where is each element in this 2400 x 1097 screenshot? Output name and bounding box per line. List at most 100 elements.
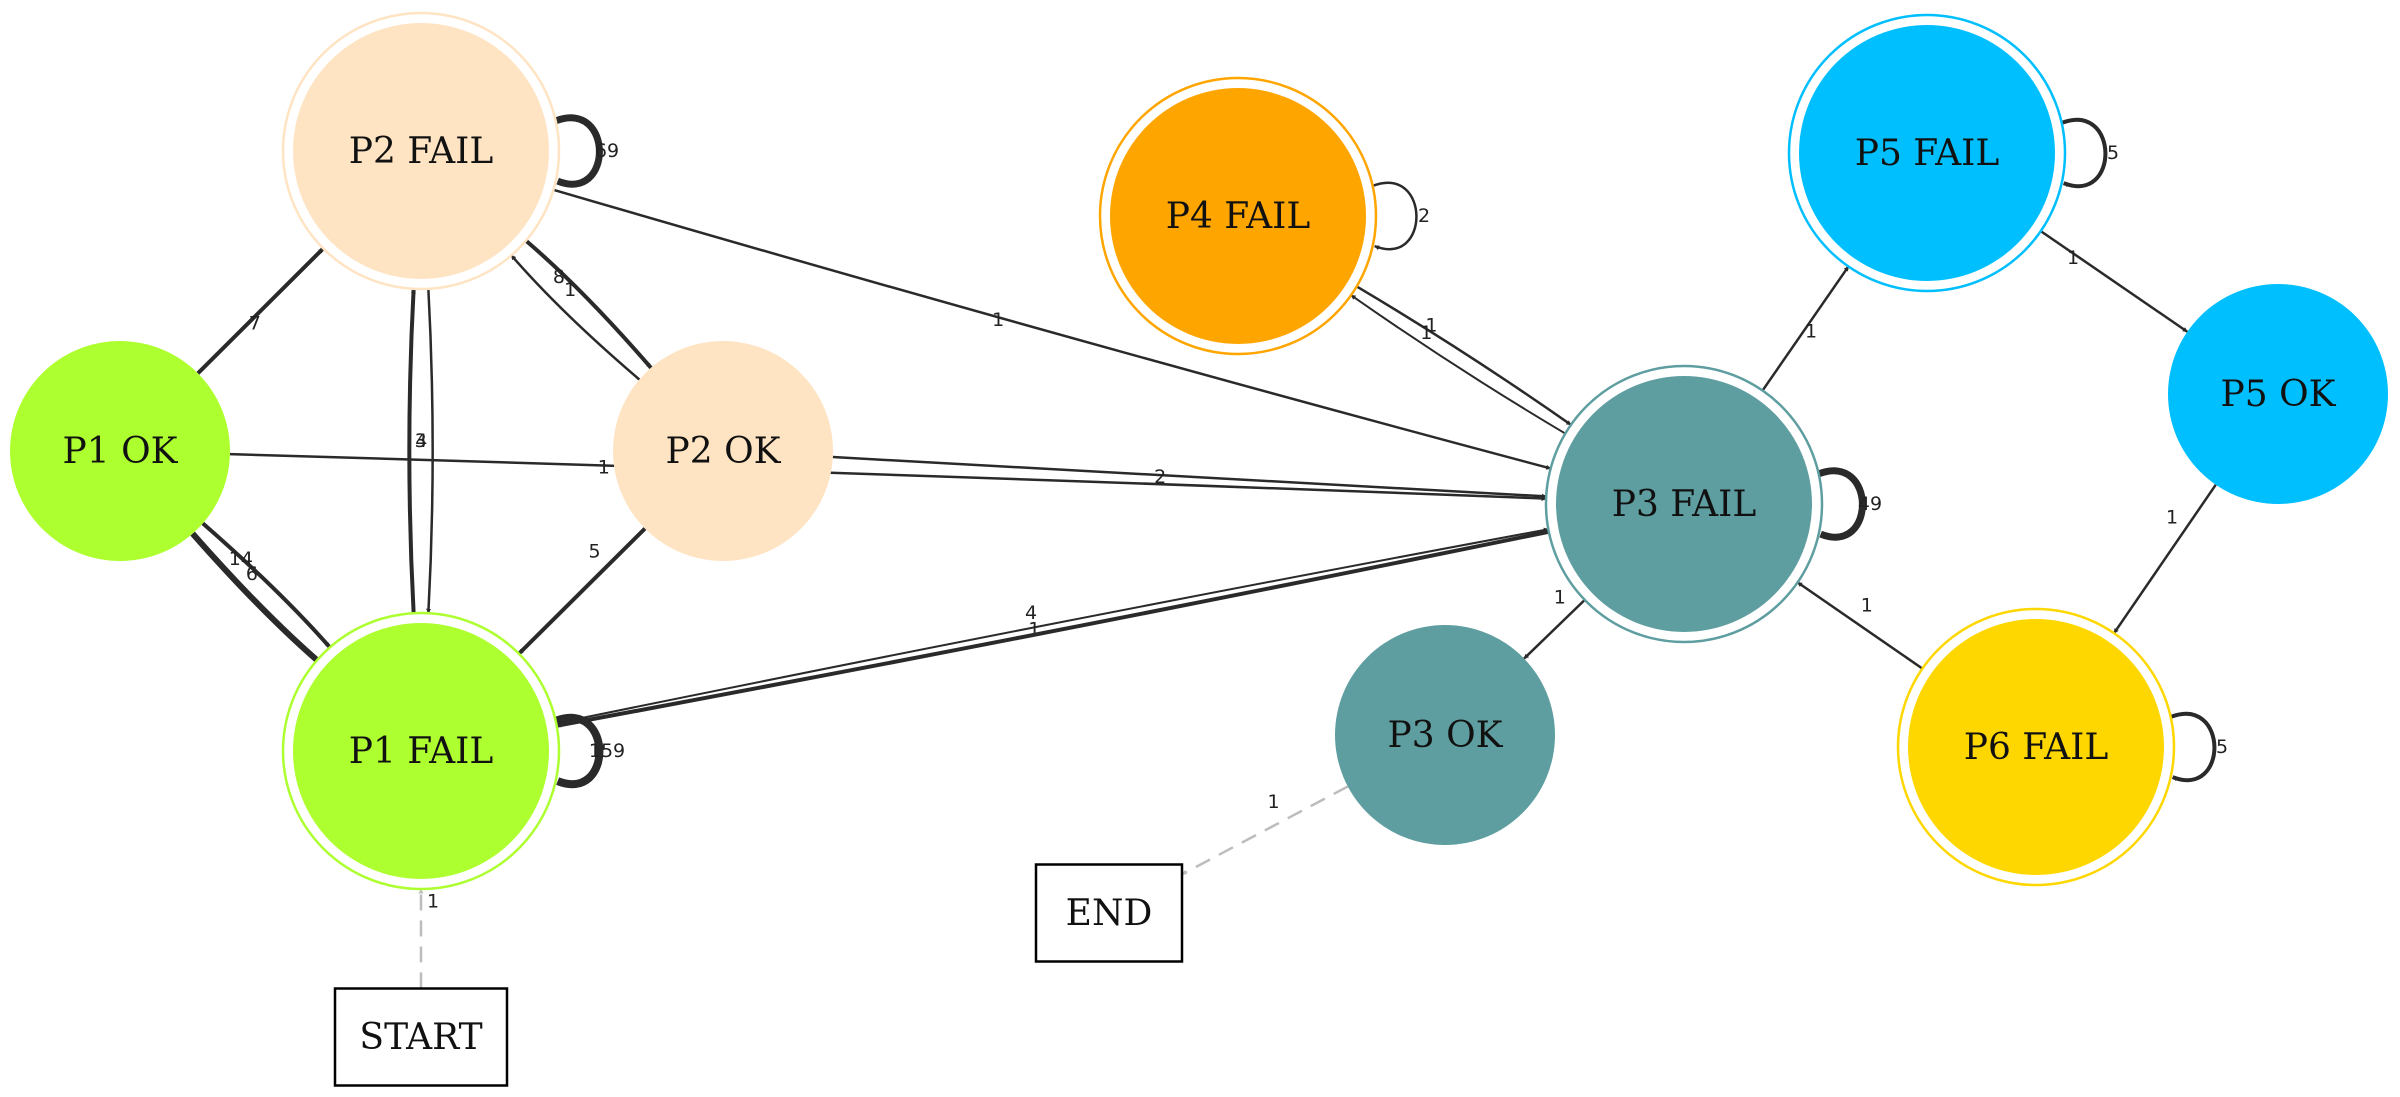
node-layer: P1 OK P2 FAIL P2 OK P1 FAIL P4 FAIL P3 FAIL P3…	[10, 11, 2388, 1087]
node-label: P4 FAIL	[1166, 196, 1311, 237]
edge-line	[554, 114, 603, 188]
edge-line	[1761, 265, 1850, 392]
node-circle	[293, 623, 549, 879]
node-circle	[1556, 376, 1812, 632]
edge-label: 1	[1861, 595, 1873, 617]
edge-line	[2169, 712, 2217, 782]
edge-line	[1796, 581, 1924, 670]
edge-line	[2040, 230, 2189, 333]
edge-p3ok-to-end: 1	[1181, 785, 1349, 876]
node-outer-ring	[1896, 607, 2176, 887]
node-box	[333, 987, 509, 1087]
node-p2fail: P2 FAIL	[281, 11, 561, 291]
edge-p1ok-to-p1fail: 6	[201, 521, 332, 649]
node-label: P1 OK	[63, 431, 179, 472]
node-p6fail: P6 FAIL	[1896, 607, 2176, 887]
edge-label: 1	[992, 309, 1004, 331]
edge-label: 6	[246, 563, 258, 585]
edge-label: 3	[415, 430, 427, 452]
edge-p1fail-to-p1ok: 14	[190, 531, 320, 663]
node-end: END	[1034, 863, 1184, 963]
node-label: P2 OK	[666, 431, 782, 472]
node-p1fail: P1 FAIL	[281, 611, 561, 891]
edge-line	[229, 452, 1547, 501]
node-circle	[1335, 625, 1555, 845]
node-p5fail: P5 FAIL	[1787, 13, 2067, 293]
node-p3ok: P3 OK	[1335, 625, 1555, 845]
edge-p2fail-to-p3fail: 1	[553, 188, 1552, 470]
node-circle	[1110, 88, 1366, 344]
edge-p2fail-to-p2fail: 69	[554, 114, 619, 188]
node-circle	[2168, 284, 2388, 504]
edge-line	[2112, 484, 2217, 634]
node-circle	[1908, 619, 2164, 875]
edge-label: 14	[229, 548, 253, 570]
edge-line	[524, 239, 653, 370]
edge-p3fail-to-p3ok: 1	[1523, 586, 1586, 660]
edge-label: 4	[415, 430, 427, 452]
edge-p2ok-to-p2fail: 1	[510, 254, 641, 381]
edge-p4fail-to-p4fail: 2	[1372, 181, 1430, 251]
node-p4fail: P4 FAIL	[1098, 76, 1378, 356]
node-label: P6 FAIL	[1964, 727, 2109, 768]
node-circle	[293, 23, 549, 279]
edge-line	[555, 527, 1549, 725]
node-p3fail: P3 FAIL	[1544, 364, 1824, 644]
node-outer-ring	[1787, 13, 2067, 293]
edge-label: 49	[1858, 493, 1882, 515]
edge-p5fail-to-p5fail: 5	[2060, 118, 2119, 188]
node-outer-ring	[281, 11, 561, 291]
node-label: P5 OK	[2221, 374, 2337, 415]
edge-label: 5	[2216, 736, 2228, 758]
edge-p1ok-to-p2fail: 7	[196, 247, 325, 375]
edge-line	[407, 288, 416, 614]
edge-label: 1	[427, 891, 439, 913]
node-p1ok: P1 OK	[10, 341, 230, 561]
edge-line	[426, 288, 434, 614]
edge-p5fail-to-p5ok: 1	[2040, 230, 2189, 333]
edge-p1ok-to-p3fail: 1	[229, 452, 1547, 501]
edge-p1fail-to-p1fail: 159	[554, 714, 625, 788]
edge-line	[554, 714, 604, 788]
edge-label: 8	[553, 266, 565, 288]
edge-p6fail-to-p3fail: 1	[1796, 581, 1924, 670]
node-label: P2 FAIL	[349, 131, 494, 172]
edge-label: 1	[1554, 586, 1566, 608]
edge-line	[1817, 467, 1866, 541]
edge-line	[556, 529, 1550, 728]
edge-p3fail-to-p4fail: 1	[1350, 294, 1566, 435]
edge-line	[1181, 785, 1349, 876]
node-label: P3 OK	[1388, 715, 1504, 756]
node-circle	[1799, 25, 2055, 281]
edge-label: 7	[249, 313, 261, 335]
node-p5ok: P5 OK	[2168, 284, 2388, 504]
edge-p5ok-to-p6fail: 1	[2112, 484, 2217, 634]
edge-start-to-p1fail: 1	[418, 888, 439, 989]
edge-line	[553, 188, 1552, 470]
edge-label: 5	[588, 541, 600, 563]
edge-line	[1523, 599, 1586, 660]
edge-label: 1	[2067, 247, 2079, 269]
edge-label: 4	[1025, 602, 1037, 624]
edge-p1fail-to-p2fail: 4	[407, 288, 427, 614]
edge-p3fail-to-p3fail: 49	[1817, 467, 1882, 541]
node-outer-ring	[281, 611, 561, 891]
edge-label: 1	[598, 456, 610, 478]
edge-label: 5	[2107, 142, 2119, 164]
node-label: END	[1066, 893, 1153, 934]
node-outer-ring	[1544, 364, 1824, 644]
edge-p2ok-to-p1fail: 5	[517, 527, 647, 656]
edge-line	[517, 527, 647, 656]
edge-line	[1356, 285, 1572, 426]
node-label: P3 FAIL	[1612, 484, 1757, 525]
edge-p3fail-to-p5fail: 1	[1761, 265, 1850, 392]
node-circle	[10, 341, 230, 561]
edge-p2ok-to-p3fail: 2	[832, 455, 1547, 499]
edge-label: 1	[1420, 322, 1432, 344]
node-label: P5 FAIL	[1855, 133, 2000, 174]
edge-label: 159	[589, 740, 625, 762]
edge-label: 1	[1425, 314, 1437, 336]
edge-label: 1	[1268, 791, 1280, 813]
node-label: P1 FAIL	[349, 731, 494, 772]
